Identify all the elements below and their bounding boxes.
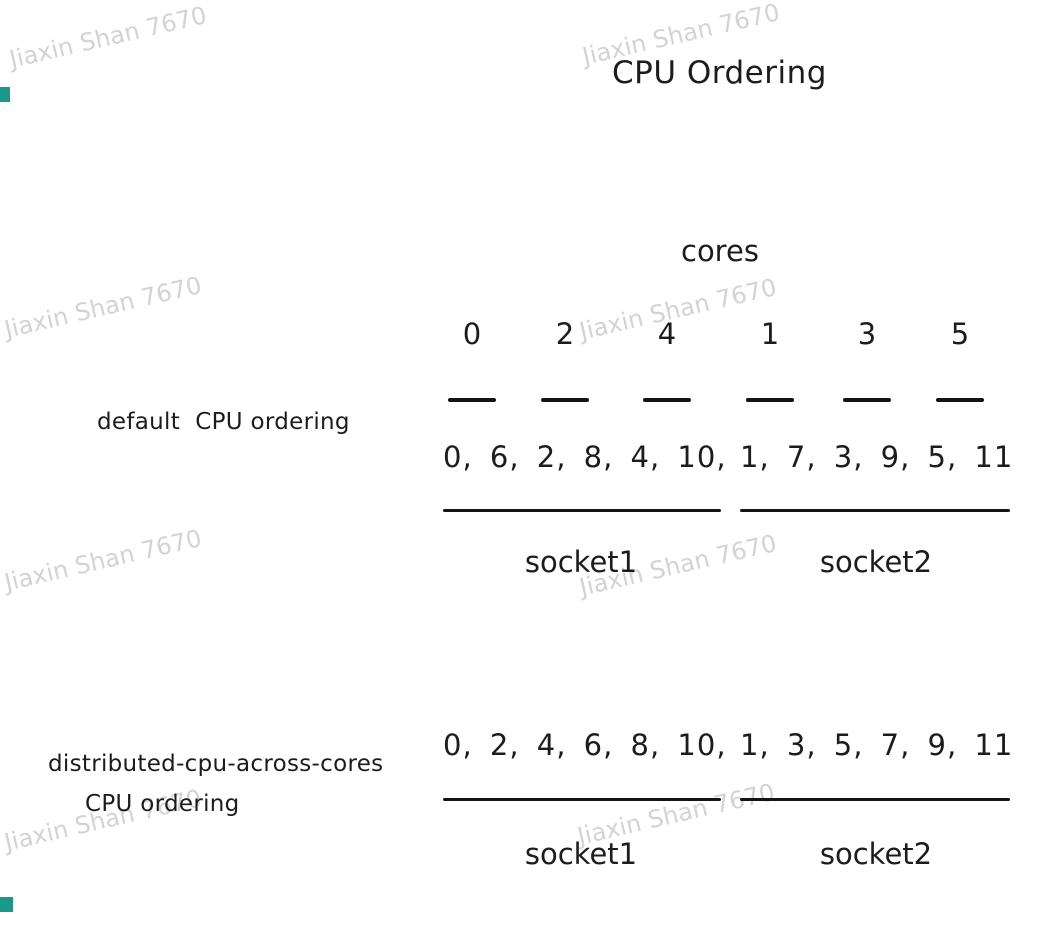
core-number: 2	[555, 317, 575, 351]
socket2-underline	[740, 509, 1010, 512]
core-tick	[448, 398, 496, 402]
core-tick	[936, 398, 984, 402]
socket1-values-distributed: 0, 2, 4, 6, 8, 10,	[443, 728, 727, 762]
watermark: Jiaxin Shan 7670	[1, 524, 205, 597]
core-number: 3	[857, 317, 877, 351]
core-number: 4	[657, 317, 677, 351]
socket1-label: socket1	[524, 837, 638, 871]
core-number: 0	[462, 317, 482, 351]
watermark: Jiaxin Shan 7670	[6, 1, 210, 74]
socket2-values-distributed: 1, 3, 5, 7, 9, 11	[740, 728, 1014, 762]
watermark: Jiaxin Shan 7670	[576, 273, 780, 346]
watermark: Jiaxin Shan 7670	[1, 271, 205, 344]
section-label-distributed-line1: distributed-cpu-across-cores	[48, 751, 384, 777]
core-number: 5	[950, 317, 970, 351]
socket2-underline	[740, 798, 1010, 801]
core-tick	[746, 398, 794, 402]
accent-mark-bottom	[0, 897, 13, 912]
core-tick	[843, 398, 891, 402]
cores-label: cores	[681, 234, 759, 268]
diagram-title: CPU Ordering	[612, 55, 827, 91]
socket2-label: socket2	[819, 837, 933, 871]
socket1-underline	[443, 798, 721, 801]
socket1-underline	[443, 509, 721, 512]
socket1-values-default: 0, 6, 2, 8, 4, 10,	[443, 440, 727, 474]
section-label-distributed-line2: CPU ordering	[85, 791, 240, 817]
socket2-label: socket2	[819, 545, 933, 579]
socket1-label: socket1	[524, 545, 638, 579]
core-tick	[541, 398, 589, 402]
core-tick	[643, 398, 691, 402]
core-number: 1	[760, 317, 780, 351]
accent-mark-top	[0, 87, 10, 102]
socket2-values-default: 1, 7, 3, 9, 5, 11	[740, 440, 1014, 474]
section-label-default: default CPU ordering	[97, 409, 350, 435]
